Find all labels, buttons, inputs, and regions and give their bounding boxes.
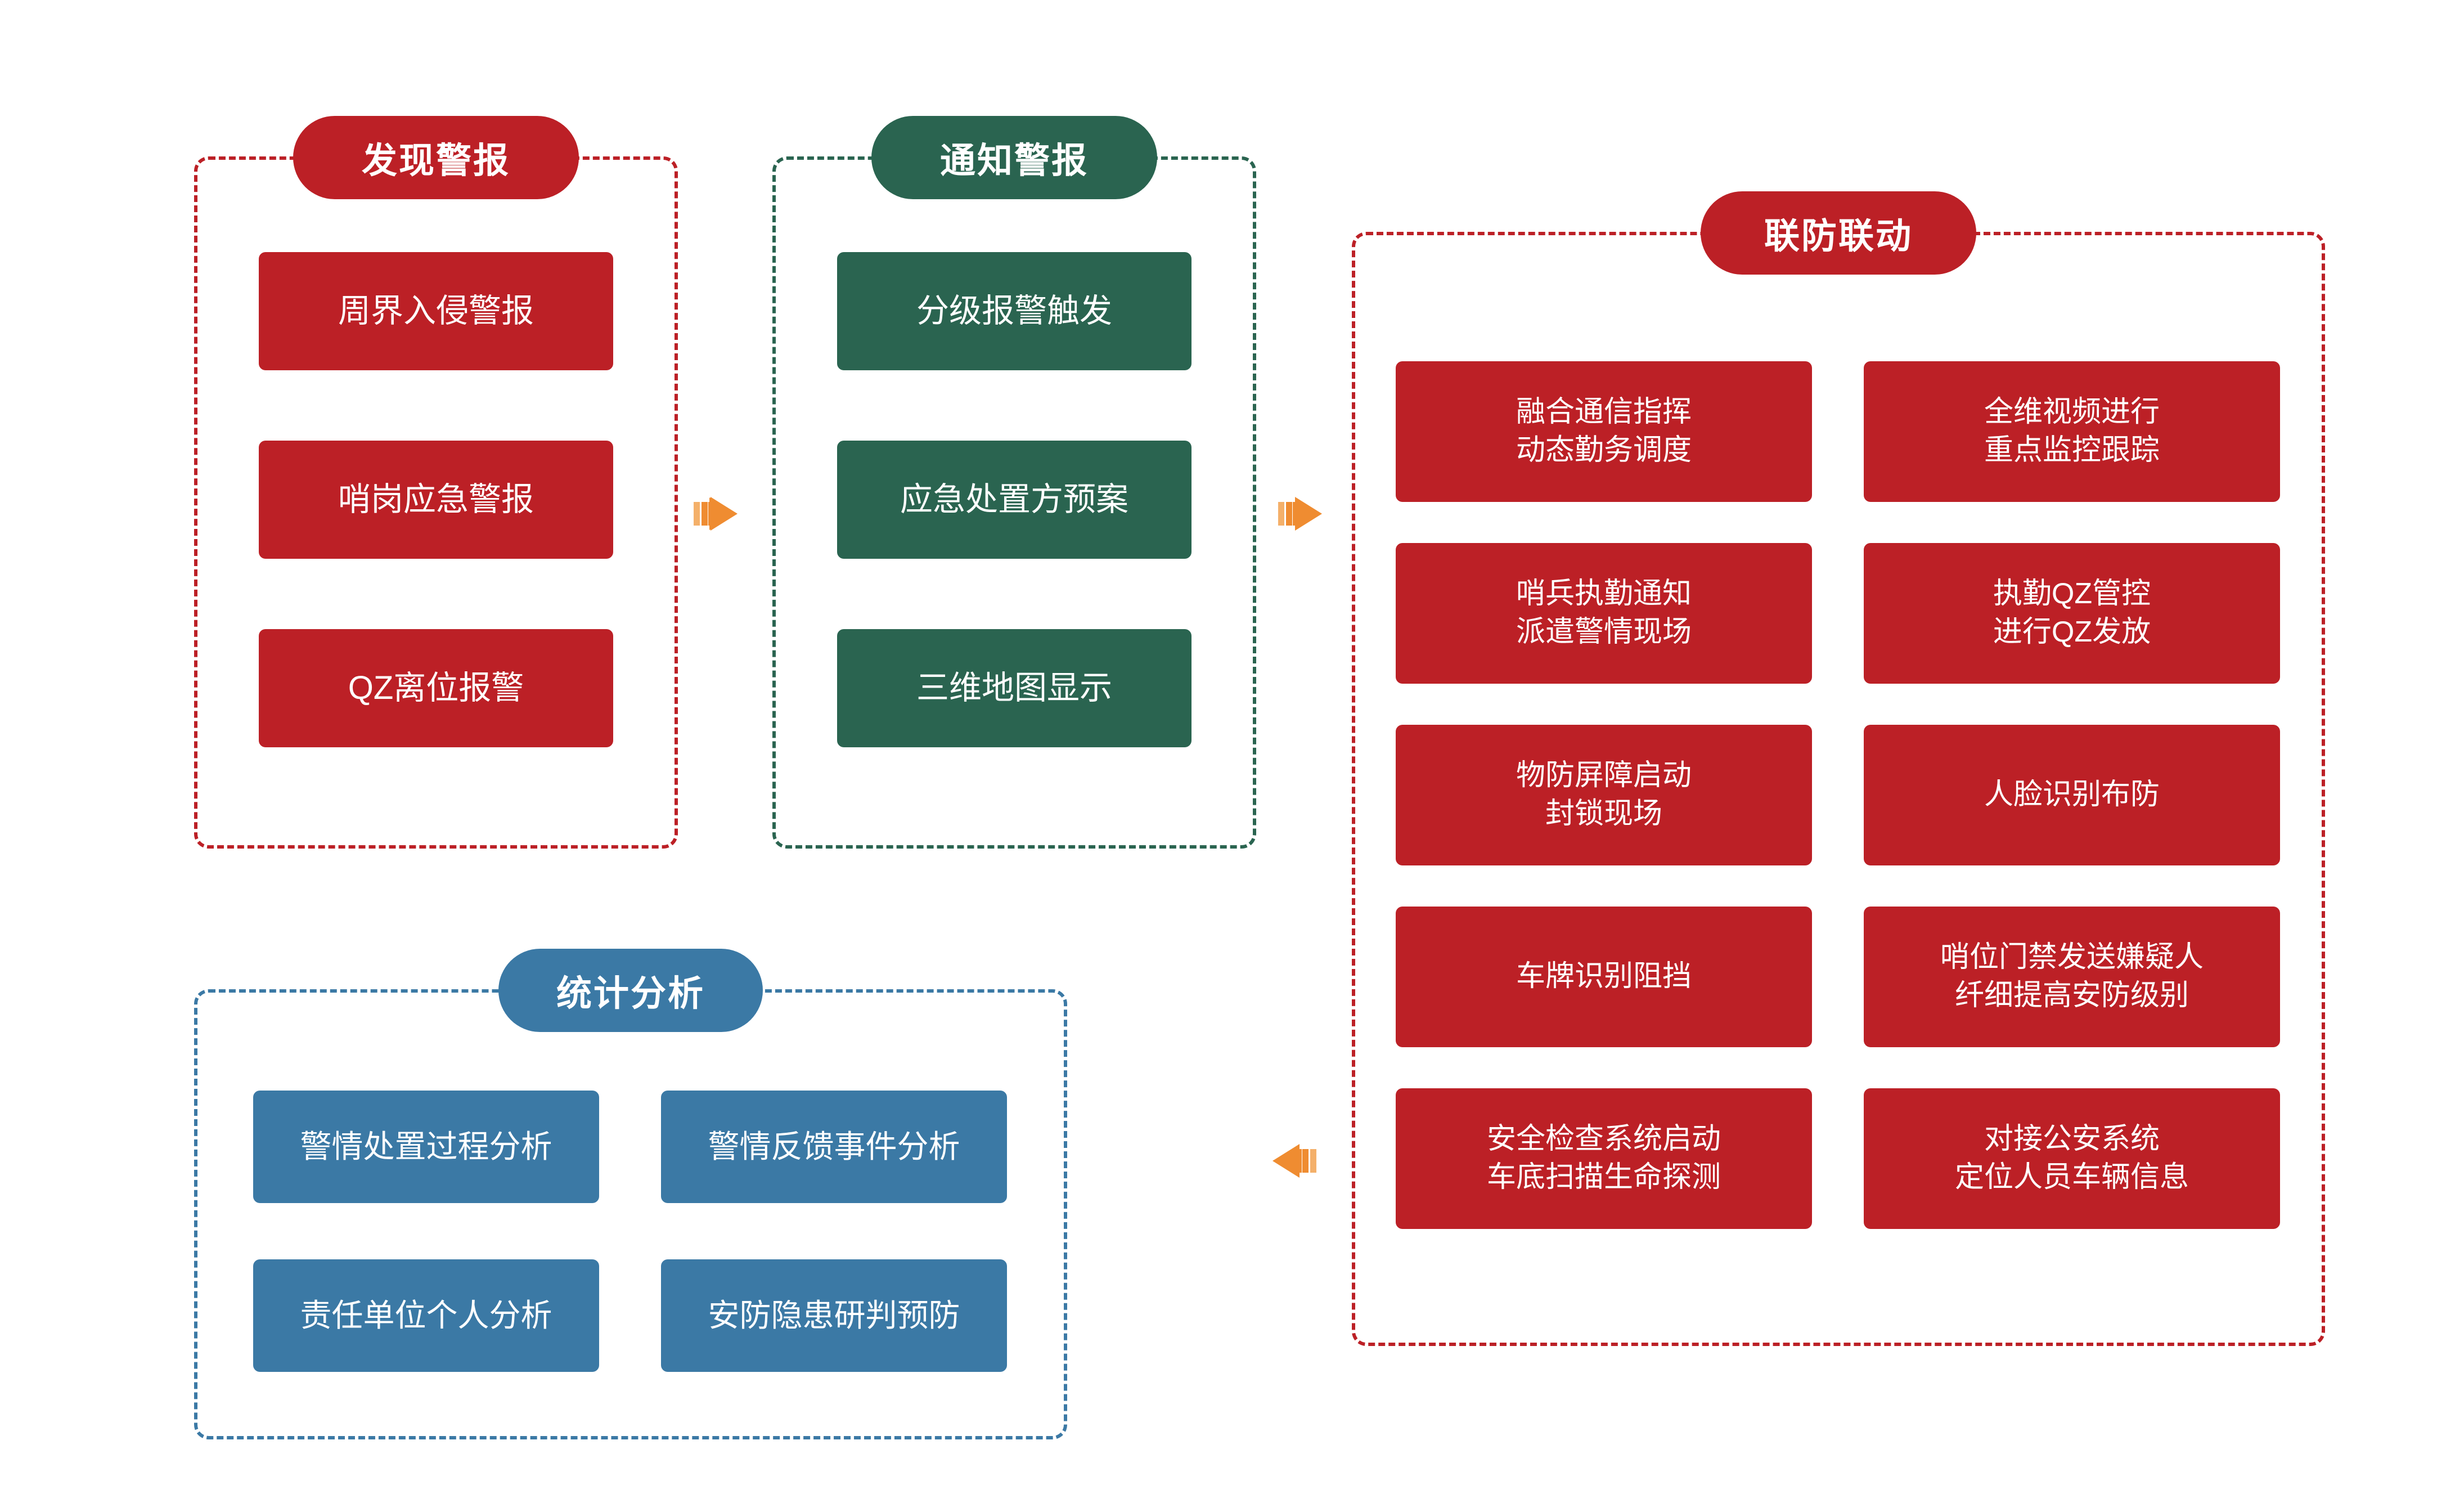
group-statistics-analysis-items: 警情处置过程分析 警情反馈事件分析 责任单位个人分析 安防隐患研判预防 — [253, 1091, 1007, 1372]
group-notify-alarm: 通知警报 分级报警触发 应急处置方预案 三维地图显示 — [772, 116, 1256, 849]
item-box[interactable]: 哨位门禁发送嫌疑人 纤细提高安防级别 — [1864, 907, 2280, 1047]
arrow-right-icon — [1278, 490, 1334, 538]
item-box[interactable]: 人脸识别布防 — [1864, 725, 2280, 865]
item-box[interactable]: 责任单位个人分析 — [253, 1259, 599, 1372]
item-box[interactable]: 安防隐患研判预防 — [661, 1259, 1007, 1372]
group-joint-defense-items: 融合通信指挥 动态勤务调度 全维视频进行 重点监控跟踪 哨兵执勤通知 派遣警情现… — [1396, 361, 2280, 1229]
item-box[interactable]: 物防屏障启动 封锁现场 — [1396, 725, 1812, 865]
group-joint-defense-header: 联防联动 — [1701, 191, 1976, 275]
group-statistics-analysis: 统计分析 警情处置过程分析 警情反馈事件分析 责任单位个人分析 安防隐患研判预防 — [194, 949, 1067, 1439]
item-box[interactable]: 全维视频进行 重点监控跟踪 — [1864, 361, 2280, 502]
item-box[interactable]: 对接公安系统 定位人员车辆信息 — [1864, 1088, 2280, 1229]
item-box[interactable]: 警情处置过程分析 — [253, 1091, 599, 1203]
item-box[interactable]: 分级报警触发 — [837, 252, 1191, 370]
item-box[interactable]: 三维地图显示 — [837, 629, 1191, 747]
group-discover-alarm: 发现警报 周界入侵警报 哨岗应急警报 QZ离位报警 — [194, 116, 678, 849]
item-box[interactable]: 哨兵执勤通知 派遣警情现场 — [1396, 543, 1812, 684]
item-box[interactable]: 周界入侵警报 — [259, 252, 613, 370]
item-box[interactable]: 安全检查系统启动 车底扫描生命探测 — [1396, 1088, 1812, 1229]
item-box[interactable]: 警情反馈事件分析 — [661, 1091, 1007, 1203]
group-discover-alarm-header: 发现警报 — [293, 116, 579, 199]
item-box[interactable]: 融合通信指挥 动态勤务调度 — [1396, 361, 1812, 502]
group-joint-defense: 联防联动 融合通信指挥 动态勤务调度 全维视频进行 重点监控跟踪 哨兵执勤通知 … — [1352, 191, 2325, 1346]
arrow-left-icon — [1260, 1137, 1316, 1185]
item-box[interactable]: QZ离位报警 — [259, 629, 613, 747]
arrow-right-icon — [694, 490, 750, 538]
item-box[interactable]: 车牌识别阻挡 — [1396, 907, 1812, 1047]
group-discover-alarm-items: 周界入侵警报 哨岗应急警报 QZ离位报警 — [259, 252, 613, 747]
group-notify-alarm-header: 通知警报 — [871, 116, 1157, 199]
group-statistics-analysis-header: 统计分析 — [498, 949, 763, 1032]
item-box[interactable]: 哨岗应急警报 — [259, 441, 613, 559]
group-notify-alarm-items: 分级报警触发 应急处置方预案 三维地图显示 — [837, 252, 1191, 747]
item-box[interactable]: 执勤QZ管控 进行QZ发放 — [1864, 543, 2280, 684]
item-box[interactable]: 应急处置方预案 — [837, 441, 1191, 559]
